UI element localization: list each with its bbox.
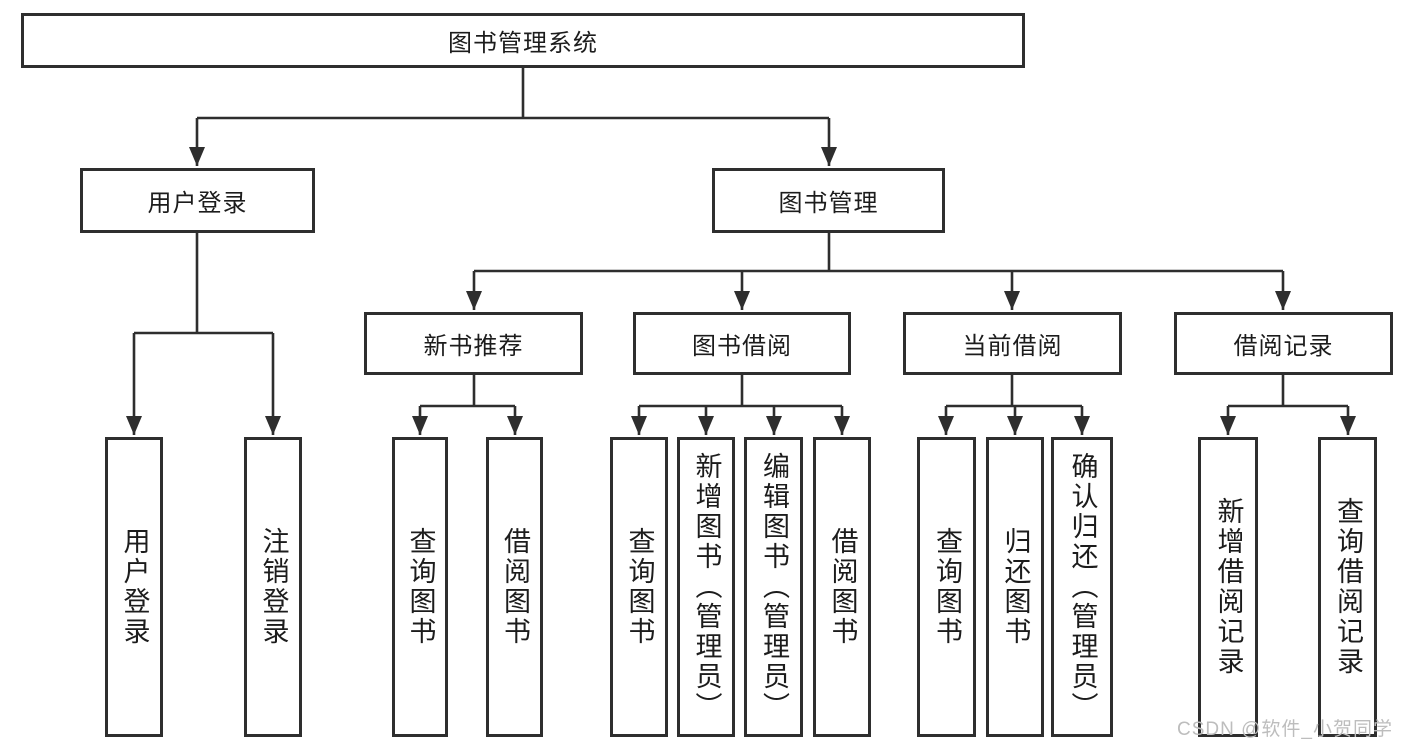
leaf-current-return-books: 归还图书 (986, 437, 1044, 737)
node-label: 图书借阅 (692, 333, 792, 360)
node-label: 查询图书 (932, 527, 962, 647)
leaf-records-add-record: 新增借阅记录 (1198, 437, 1258, 737)
node-current-borrowing: 当前借阅 (903, 312, 1122, 375)
node-label: 借阅记录 (1233, 333, 1334, 360)
node-user-login-branch: 用户登录 (80, 168, 315, 233)
leaf-newbook-borrow-books: 借阅图书 (486, 437, 543, 737)
node-label: 编辑图书（管理员） (759, 452, 789, 722)
node-label: 查询图书 (624, 527, 655, 647)
node-book-borrowing: 图书借阅 (633, 312, 851, 375)
node-label: 新增借阅记录 (1213, 497, 1244, 677)
leaf-borrowing-edit-books-admin: 编辑图书（管理员） (744, 437, 803, 737)
node-label: 借阅图书 (500, 527, 530, 647)
node-book-management-branch: 图书管理 (712, 168, 945, 233)
node-label: 查询借阅记录 (1333, 497, 1363, 677)
node-label: 借阅图书 (827, 527, 858, 647)
node-label: 图书管理 (778, 190, 879, 217)
node-label: 当前借阅 (962, 333, 1063, 360)
node-borrowing-records: 借阅记录 (1174, 312, 1393, 375)
leaf-borrowing-query-books: 查询图书 (610, 437, 668, 737)
leaf-records-query-record: 查询借阅记录 (1318, 437, 1377, 737)
node-new-book-recommend: 新书推荐 (364, 312, 583, 375)
leaf-borrowing-borrow-books: 借阅图书 (813, 437, 871, 737)
node-label: 新增图书（管理员） (691, 452, 722, 722)
leaf-current-query-books: 查询图书 (917, 437, 976, 737)
node-label: 确认归还（管理员） (1067, 452, 1098, 722)
leaf-user-login: 用户登录 (105, 437, 163, 737)
leaf-logout: 注销登录 (244, 437, 302, 737)
node-label: 用户登录 (119, 527, 150, 647)
node-label: 新书推荐 (423, 333, 524, 360)
node-label: 归还图书 (1000, 527, 1031, 647)
node-label: 用户登录 (147, 190, 248, 217)
leaf-current-confirm-return-admin: 确认归还（管理员） (1051, 437, 1113, 737)
leaf-borrowing-add-books-admin: 新增图书（管理员） (677, 437, 735, 737)
node-label: 查询图书 (405, 527, 436, 647)
leaf-newbook-query-books: 查询图书 (392, 437, 448, 737)
node-library-management-system: 图书管理系统 (21, 13, 1025, 68)
node-label: 图书管理系统 (448, 30, 598, 57)
node-label: 注销登录 (258, 527, 289, 647)
